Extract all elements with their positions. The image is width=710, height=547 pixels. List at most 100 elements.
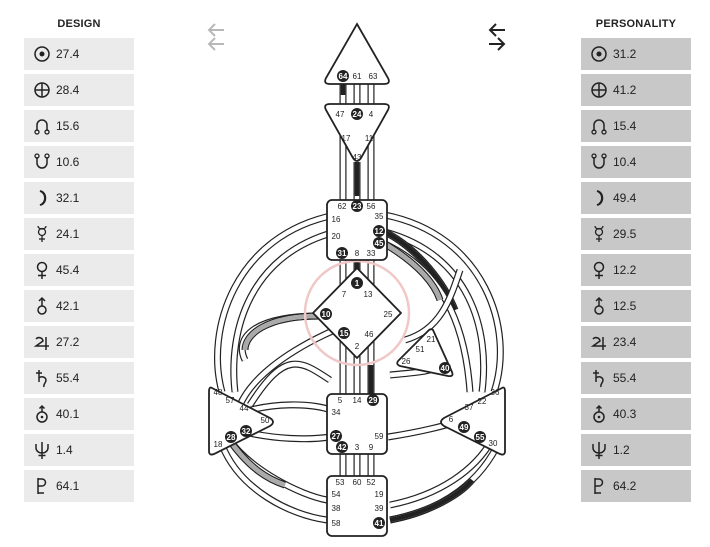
gate-13-label: 13 — [364, 290, 373, 299]
channel-28-38-act-outline — [225, 436, 287, 489]
gate-40-marker — [439, 362, 451, 374]
gate-line-value: 24.1 — [56, 227, 80, 241]
gate-line-value: 12.2 — [613, 263, 637, 277]
channels — [214, 84, 504, 524]
gate-14-label: 14 — [353, 396, 362, 405]
gate-line-value: 49.4 — [613, 191, 637, 205]
gate-line-value: 27.2 — [56, 335, 80, 349]
gate-32-label: 32 — [242, 427, 251, 436]
design-row: 27.4 — [24, 38, 134, 70]
channel-12-22-inner — [384, 229, 486, 393]
saturn-icon — [589, 368, 609, 388]
gate-59-label: 59 — [375, 432, 384, 441]
gate-53-label: 53 — [336, 478, 345, 487]
gate-55-marker — [474, 431, 486, 443]
personality-row: 29.5 — [581, 218, 691, 250]
gate-6-label: 6 — [449, 415, 454, 424]
gate-line-value: 23.4 — [613, 335, 637, 349]
gate-47-label: 47 — [336, 110, 345, 119]
pluto-icon — [589, 476, 609, 496]
gate-4-label: 4 — [369, 110, 374, 119]
gate-48-label: 48 — [214, 388, 223, 397]
gate-24-marker — [351, 108, 363, 120]
sacral-center — [326, 393, 388, 455]
spleen-center — [208, 386, 274, 456]
moon-icon — [589, 188, 609, 208]
design-heading: DESIGN — [57, 18, 101, 30]
personality-row: 1.2 — [581, 434, 691, 466]
gate-line-value: 10.4 — [613, 155, 637, 169]
mercury-icon — [32, 224, 52, 244]
gate-32-marker — [240, 425, 252, 437]
left-arrow-icon — [207, 37, 224, 51]
channel-16-48-inner — [215, 212, 336, 393]
gate-45-marker — [373, 237, 385, 249]
gate-12-marker — [373, 225, 385, 237]
gate-16-label: 16 — [332, 215, 341, 224]
gate-21-label: 21 — [427, 335, 436, 344]
personality-row: 12.5 — [581, 290, 691, 322]
design-row: 15.6 — [24, 110, 134, 142]
gate-9-label: 9 — [369, 443, 374, 452]
gate-31-label: 31 — [338, 249, 347, 258]
gate-63-label: 63 — [369, 72, 378, 81]
venus-icon — [589, 260, 609, 280]
gate-18-label: 18 — [214, 440, 223, 449]
gate-30-label: 30 — [489, 439, 498, 448]
gate-39-label: 39 — [375, 504, 384, 513]
gate-2-label: 2 — [355, 342, 360, 351]
gate-50-label: 50 — [261, 416, 270, 425]
root-center — [326, 475, 388, 537]
gate-29-label: 29 — [369, 396, 378, 405]
gate-line-value: 1.2 — [613, 443, 630, 457]
jupiter-icon — [589, 332, 609, 352]
personality-row: 12.2 — [581, 254, 691, 286]
personality-row: 64.2 — [581, 470, 691, 502]
gate-28-label: 28 — [227, 433, 236, 442]
gate-line-value: 40.3 — [613, 407, 637, 421]
gate-7-label: 7 — [342, 290, 347, 299]
gate-12-label: 12 — [375, 227, 384, 236]
left-arrow-icon — [207, 23, 224, 37]
gate-line-value: 15.6 — [56, 119, 80, 133]
gate-60-label: 60 — [353, 478, 362, 487]
gate-line-value: 12.5 — [613, 299, 637, 313]
gate-57-label: 57 — [226, 396, 235, 405]
gate-64-marker — [337, 70, 349, 82]
uranus-icon — [589, 404, 609, 424]
mars-icon — [589, 296, 609, 316]
gate-line-value: 32.1 — [56, 191, 80, 205]
design-row: 45.4 — [24, 254, 134, 286]
personality-row: 31.2 — [581, 38, 691, 70]
gate-43-label: 43 — [353, 153, 362, 162]
gate-22-label: 22 — [478, 397, 487, 406]
gate-35-label: 35 — [375, 212, 384, 221]
solar-plexus-center — [440, 386, 506, 456]
gate-line-value: 55.4 — [613, 371, 637, 385]
personality-row: 15.4 — [581, 110, 691, 142]
personality-heading: PERSONALITY — [595, 18, 677, 30]
gate-25-label: 25 — [384, 310, 393, 319]
gate-52-label: 52 — [367, 478, 376, 487]
gate-1-label: 1 — [355, 279, 360, 288]
gate-line-value: 31.2 — [613, 47, 637, 61]
ego-center — [396, 328, 454, 378]
gate-29-marker — [367, 394, 379, 406]
gate-31-marker — [336, 247, 348, 259]
g-center-highlight — [303, 259, 411, 367]
gate-15-marker — [338, 327, 350, 339]
pluto-icon — [32, 476, 52, 496]
gate-line-value: 55.4 — [56, 371, 80, 385]
design-row: 42.1 — [24, 290, 134, 322]
design-row: 55.4 — [24, 362, 134, 394]
jupiter-icon — [32, 332, 52, 352]
design-arrows — [206, 22, 226, 52]
gate-line-value: 27.4 — [56, 47, 80, 61]
design-row: 1.4 — [24, 434, 134, 466]
design-row: 27.2 — [24, 326, 134, 358]
ajna-center — [324, 103, 390, 162]
gate-line-value: 40.1 — [56, 407, 80, 421]
gate-23-marker — [351, 200, 363, 212]
